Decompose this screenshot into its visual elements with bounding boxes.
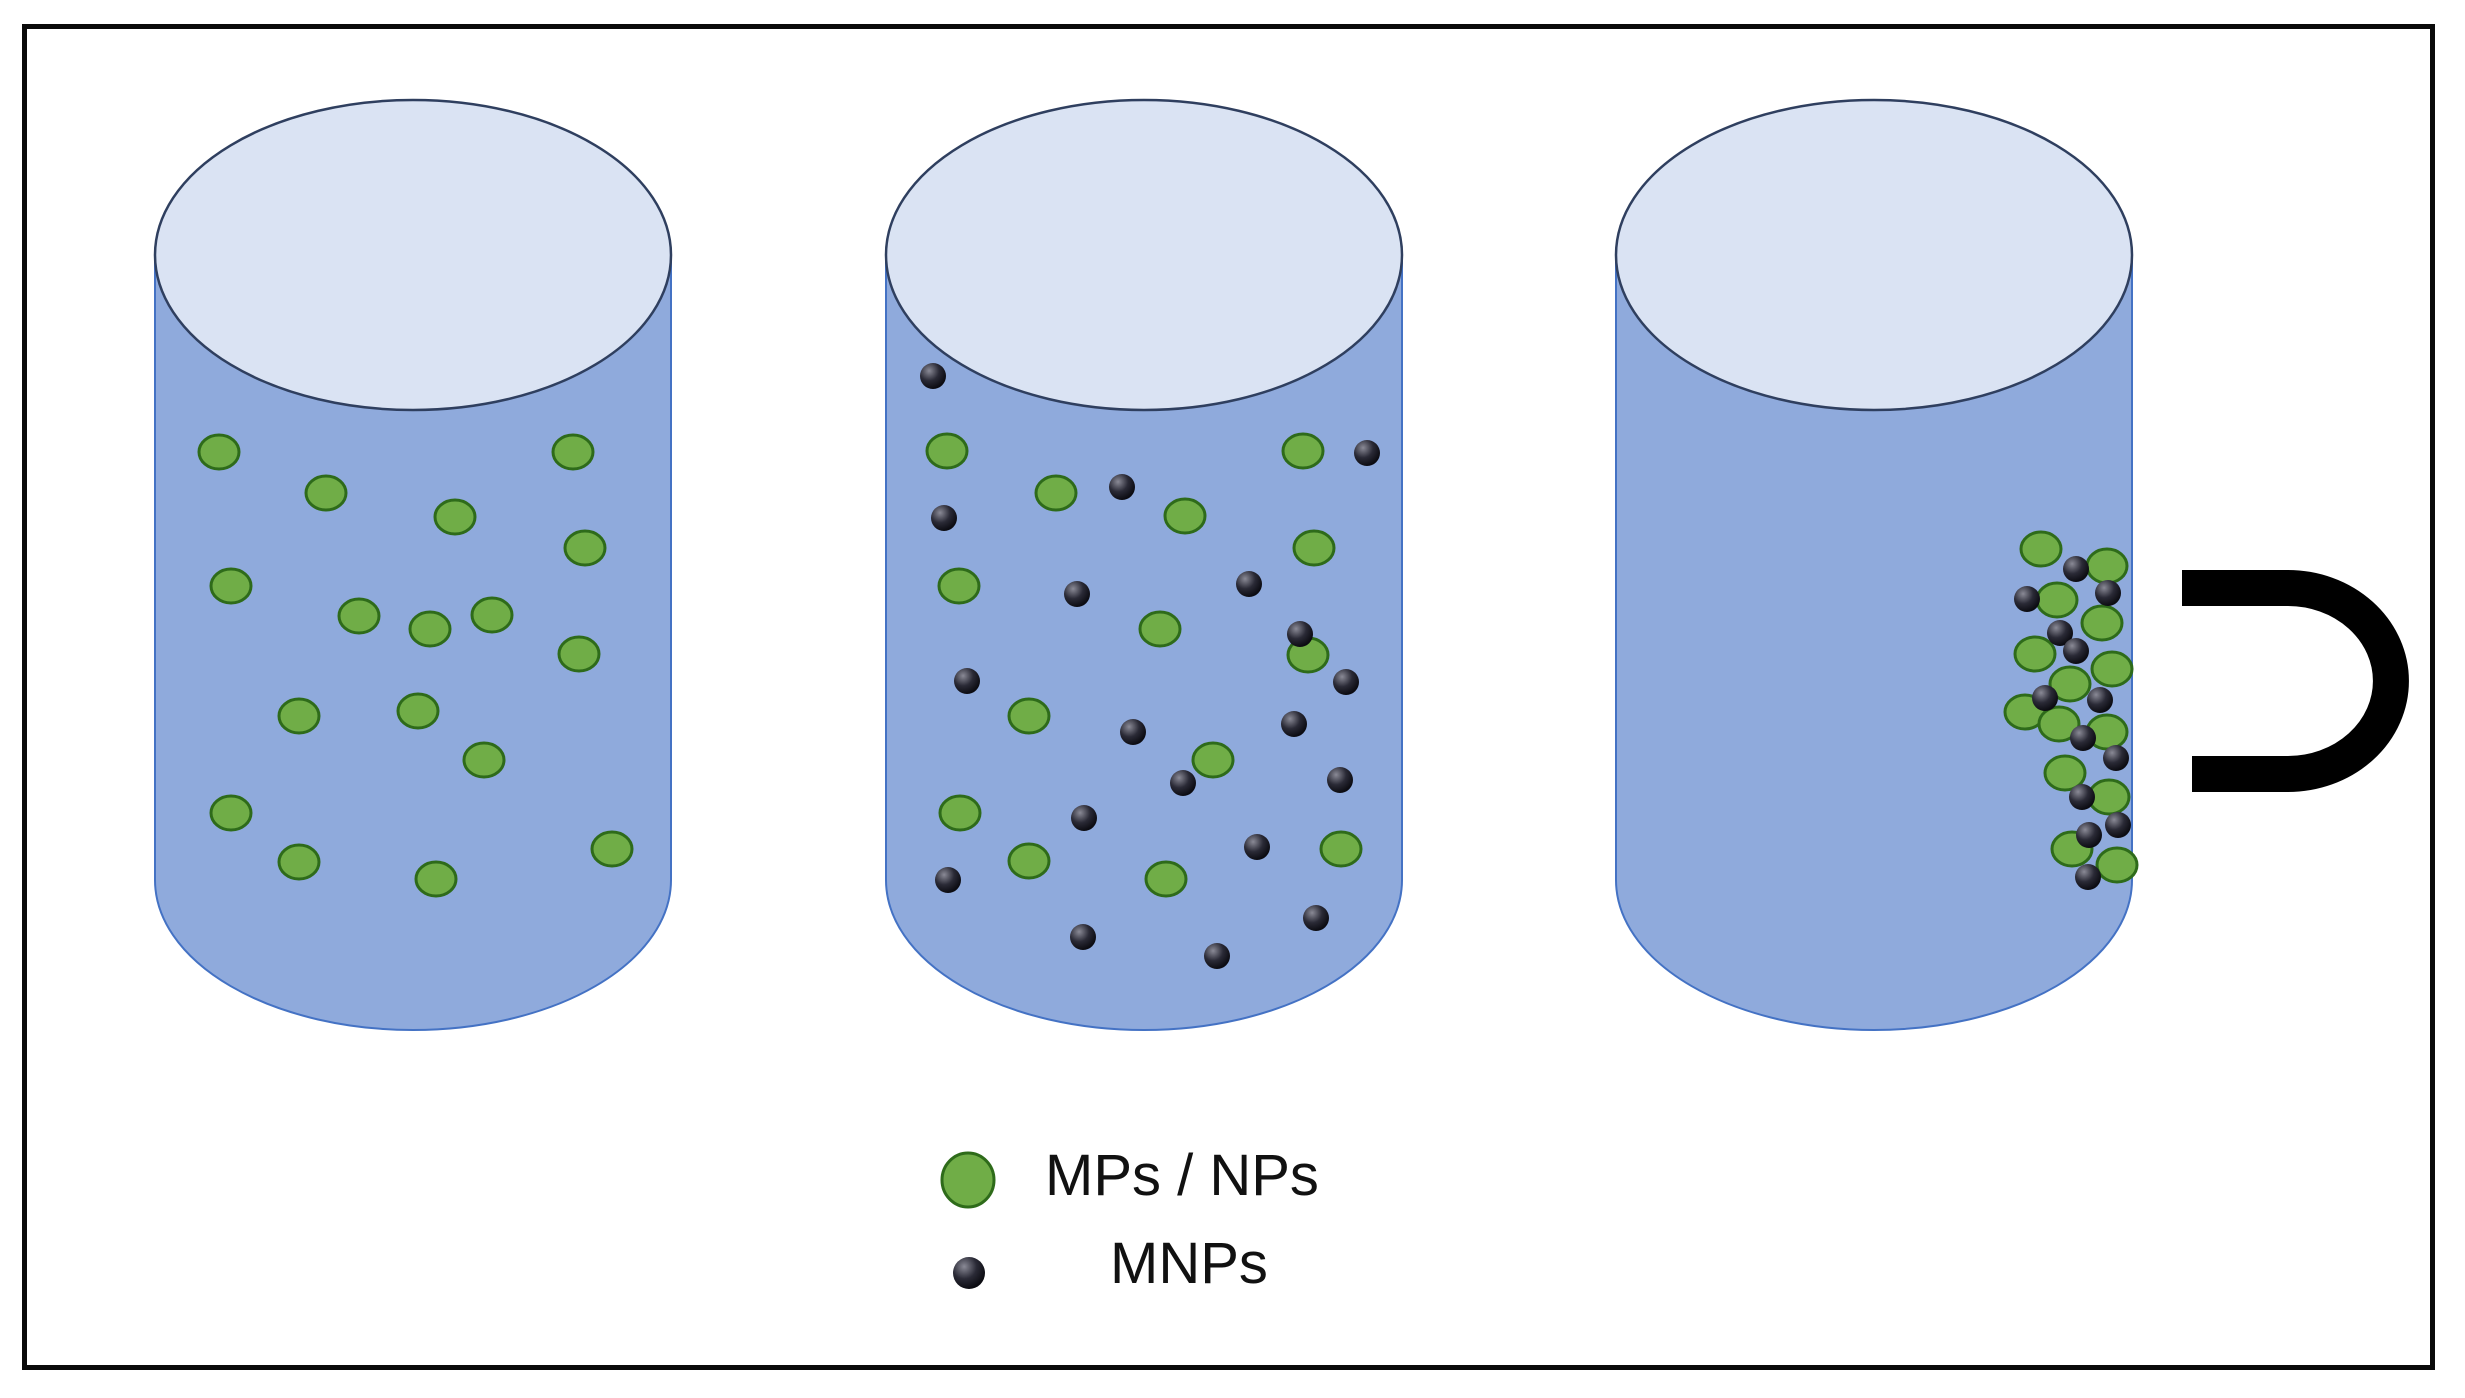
- cylinder-3-particles: [2003, 530, 2139, 890]
- magnetic-nanoparticle: [2069, 784, 2095, 810]
- microplastic-particle: [937, 567, 981, 605]
- microplastic-particle: [2037, 705, 2081, 743]
- cylinder-3: [1614, 98, 2139, 1031]
- magnetic-nanoparticle: [2105, 812, 2131, 838]
- microplastic-particle: [462, 741, 506, 779]
- magnetic-nanoparticle: [1109, 474, 1135, 500]
- magnetic-nanoparticle: [1281, 711, 1307, 737]
- legend-label-mnps: MNPs: [1110, 1231, 1268, 1296]
- microplastic-particle: [2019, 530, 2063, 568]
- magnetic-nanoparticle: [920, 363, 946, 389]
- legend-label-mps-nps: MPs / NPs: [1045, 1143, 1319, 1208]
- magnetic-nanoparticle: [2076, 822, 2102, 848]
- microplastic-particle: [551, 433, 595, 471]
- magnetic-nanoparticle: [1070, 924, 1096, 950]
- microplastic-particle: [2095, 846, 2139, 884]
- cylinder-1-top: [153, 98, 673, 412]
- microplastic-particle: [277, 697, 321, 735]
- microplastic-particle: [1319, 830, 1363, 868]
- microplastic-particle: [1138, 610, 1182, 648]
- magnetic-nanoparticle: [1064, 581, 1090, 607]
- microplastic-particle: [209, 567, 253, 605]
- magnetic-nanoparticle: [1244, 834, 1270, 860]
- green-particle-icon: [940, 1151, 996, 1209]
- microplastic-particle: [590, 830, 634, 868]
- microplastic-particle: [1007, 842, 1051, 880]
- microplastic-particle: [277, 843, 321, 881]
- cylinder-1-particles: [197, 433, 634, 898]
- microplastic-particle: [1034, 474, 1078, 512]
- microplastic-particle: [433, 498, 477, 536]
- black-particle-icon: [953, 1257, 985, 1289]
- cylinder-1: [153, 98, 673, 1031]
- microplastic-particle: [408, 610, 452, 648]
- magnetic-nanoparticle: [935, 867, 961, 893]
- magnetic-nanoparticle: [2103, 745, 2129, 771]
- microplastic-particle: [925, 432, 969, 470]
- magnetic-nanoparticle: [1287, 621, 1313, 647]
- microplastic-particle: [414, 860, 458, 898]
- magnetic-nanoparticle: [1204, 943, 1230, 969]
- magnetic-nanoparticle: [2032, 685, 2058, 711]
- microplastic-particle: [1163, 497, 1207, 535]
- magnetic-nanoparticle: [2063, 638, 2089, 664]
- microplastic-particle: [1281, 432, 1325, 470]
- microplastic-particle: [2085, 547, 2129, 585]
- microplastic-particle: [2080, 604, 2124, 642]
- microplastic-particle: [938, 794, 982, 832]
- microplastic-particle: [209, 794, 253, 832]
- cylinder-3-top: [1614, 98, 2134, 412]
- magnetic-nanoparticle: [2014, 586, 2040, 612]
- microplastic-particle: [470, 596, 514, 634]
- magnetic-nanoparticle: [954, 668, 980, 694]
- microplastic-particle: [2043, 754, 2087, 792]
- magnetic-nanoparticle: [1120, 719, 1146, 745]
- magnetic-nanoparticle: [1327, 767, 1353, 793]
- microplastic-particle: [197, 433, 241, 471]
- microplastic-particle: [396, 692, 440, 730]
- legend: MPs / NPs MNPs: [940, 1143, 1319, 1296]
- magnetic-nanoparticle: [1354, 440, 1380, 466]
- magnetic-nanoparticle: [2070, 725, 2096, 751]
- cylinder-2: [884, 98, 1404, 1031]
- microplastic-particle: [2048, 665, 2092, 703]
- microplastic-particle: [557, 635, 601, 673]
- microplastic-particle: [1144, 860, 1188, 898]
- magnetic-nanoparticle: [2087, 687, 2113, 713]
- microplastic-particle: [1007, 697, 1051, 735]
- magnetic-nanoparticle: [1170, 770, 1196, 796]
- microplastic-particle: [2090, 650, 2134, 688]
- microplastic-particle: [2013, 635, 2057, 673]
- magnetic-nanoparticle: [2047, 620, 2073, 646]
- microplastic-particle: [2035, 581, 2079, 619]
- magnetic-nanoparticle: [1071, 805, 1097, 831]
- magnetic-nanoparticle: [1303, 905, 1329, 931]
- magnet-icon: [2160, 565, 2409, 798]
- cylinder-2-particles: [920, 363, 1380, 969]
- microplastic-particle: [1191, 741, 1235, 779]
- magnetic-nanoparticle: [931, 505, 957, 531]
- microplastic-particle: [337, 597, 381, 635]
- microplastic-particle: [304, 474, 348, 512]
- cylinder-2-top: [884, 98, 1404, 412]
- magnetic-nanoparticle: [1236, 571, 1262, 597]
- microplastic-particle: [1292, 529, 1336, 567]
- magnetic-nanoparticle: [2095, 580, 2121, 606]
- magnetic-nanoparticle: [2063, 556, 2089, 582]
- magnetic-nanoparticle: [1333, 669, 1359, 695]
- microplastic-particle: [563, 529, 607, 567]
- cylinder-3-body: [1615, 249, 2133, 1031]
- magnetic-nanoparticle: [2075, 864, 2101, 890]
